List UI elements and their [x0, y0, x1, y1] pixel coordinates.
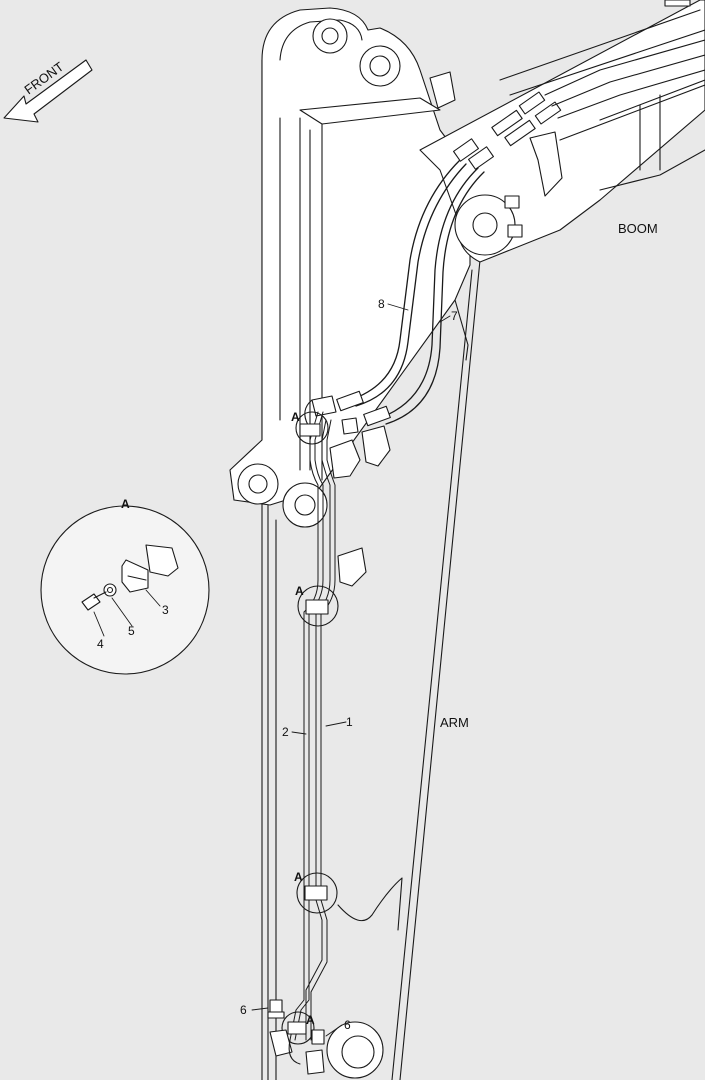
hose-8 [349, 159, 467, 407]
part-label-1: 1 [346, 715, 353, 729]
front-arrow-icon [3, 59, 93, 123]
bottom-fittings [267, 999, 384, 1079]
part-label-2: 2 [282, 725, 289, 739]
part-label-8: 8 [378, 297, 385, 311]
part-label-4: 4 [97, 637, 104, 651]
arm-fittings [304, 390, 391, 435]
clamp-location-a-2 [297, 585, 339, 627]
part-label-6-lower: 6 [344, 1018, 351, 1032]
view-marker-a-4: A [306, 1013, 315, 1027]
view-marker-a-1: A [291, 410, 300, 424]
leader-lines [93, 303, 451, 1037]
hose-7 [379, 167, 485, 425]
part-label-7: 7 [451, 309, 458, 323]
view-marker-a-3: A [294, 870, 303, 884]
clamp-location-a-1 [295, 411, 329, 445]
view-marker-a-2: A [295, 584, 304, 598]
clamp-location-a-3 [296, 872, 338, 914]
arm-brackets [329, 425, 391, 587]
part-label-5: 5 [128, 624, 135, 638]
boom-fittings [452, 39, 705, 170]
detail-a-view [40, 505, 210, 675]
part-label-6-upper: 6 [240, 1003, 247, 1017]
boom-label: BOOM [618, 221, 658, 236]
detail-a-title: A [121, 497, 130, 511]
boom-structure [419, 0, 705, 263]
arm-label: ARM [440, 715, 469, 730]
pipe-1 [305, 419, 336, 1041]
clamp-location-a-4 [281, 1011, 315, 1045]
part-label-3: 3 [162, 603, 169, 617]
